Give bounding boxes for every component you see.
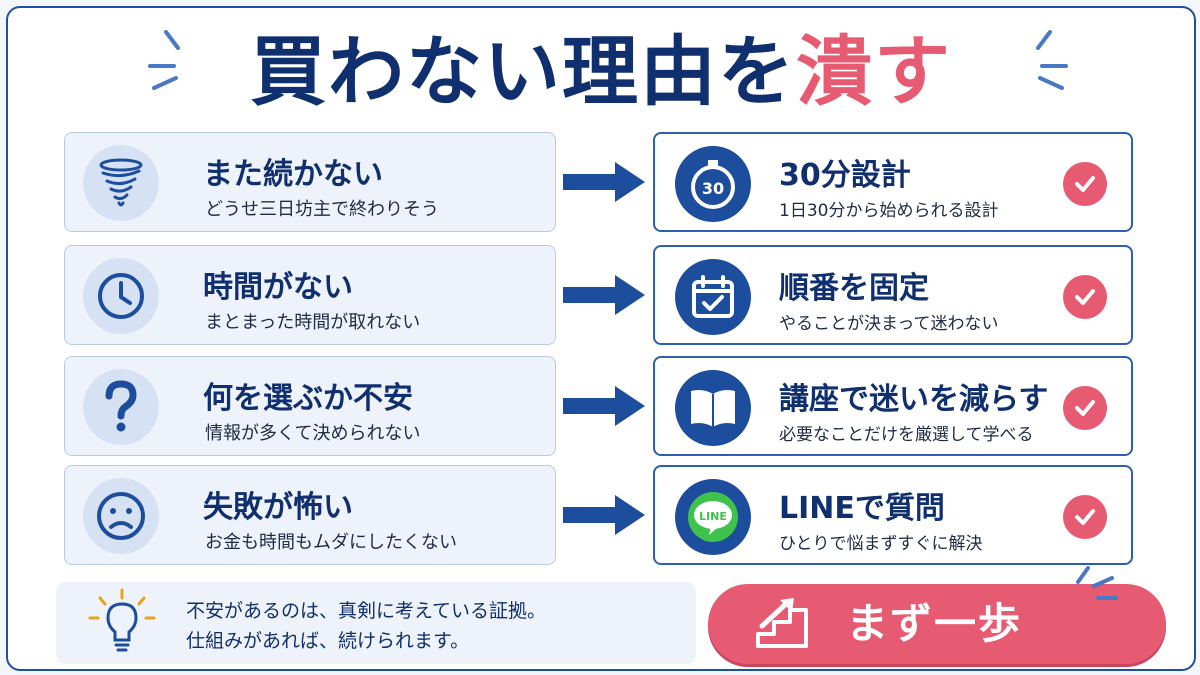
problem-subtitle: お金も時間もムダにしたくない — [205, 532, 457, 553]
solution-subtitle: やることが決まって迷わない — [779, 314, 999, 334]
arrow-right-icon — [563, 495, 645, 535]
check-icon — [1063, 162, 1107, 206]
problem-title: 時間がない — [203, 270, 353, 305]
problem-card-1: また続かない どうせ三日坊主で終わりそう — [64, 132, 556, 232]
first-step-label: まず一歩 — [846, 599, 1023, 648]
solution-card-3: 講座で迷いを減らす 必要なことだけを厳選して学べる — [653, 356, 1133, 456]
solution-subtitle: 必要なことだけを厳選して学べる — [779, 425, 1034, 445]
first-step-button[interactable]: まず一歩 — [708, 584, 1166, 664]
solution-subtitle: ひとりで悩まずすぐに解決 — [779, 534, 983, 554]
title-main: 買わない理由を — [250, 27, 796, 116]
stopwatch-text: 30 — [702, 179, 724, 198]
stairs-arrow-icon — [756, 598, 808, 648]
left-burst-decoration — [148, 30, 180, 90]
tornado-icon — [83, 145, 159, 221]
problem-title: また続かない — [203, 157, 383, 192]
problem-title: 何を選ぶか不安 — [203, 381, 413, 416]
book-icon — [675, 370, 751, 446]
arrow-right-icon — [563, 386, 645, 426]
problem-title: 失敗が怖い — [203, 490, 353, 525]
spark-decoration — [1076, 566, 1118, 600]
clock-icon — [83, 258, 159, 334]
arrow-right-icon — [563, 275, 645, 315]
infographic-frame: 買わない理由を潰す また続かない どうせ三日坊主で終わりそう — [6, 6, 1196, 671]
solution-title: 30分設計 — [779, 158, 911, 193]
solution-title: 順番を固定 — [779, 271, 929, 306]
line-logo-icon: LINE — [675, 479, 751, 555]
problem-card-3: 何を選ぶか不安 情報が多くて決められない — [64, 356, 556, 456]
check-icon — [1063, 386, 1107, 430]
note-line-2: 仕組みがあれば、続けられます。 — [186, 630, 470, 652]
title-accent: 潰す — [796, 27, 952, 116]
problem-card-2: 時間がない まとまった時間が取れない — [64, 245, 556, 345]
problem-subtitle: まとまった時間が取れない — [205, 312, 421, 333]
encouragement-note: 不安があるのは、真剣に考えている証拠。 仕組みがあれば、続けられます。 — [56, 582, 696, 664]
check-icon — [1063, 495, 1107, 539]
problem-card-4: 失敗が怖い お金も時間もムダにしたくない — [64, 465, 556, 565]
problem-subtitle: 情報が多くて決められない — [205, 423, 421, 444]
solution-title: LINEで質問 — [779, 491, 945, 526]
solution-card-4: LINE LINEで質問 ひとりで悩まずすぐに解決 — [653, 465, 1133, 565]
calendar-check-icon — [675, 259, 751, 335]
page-title: 買わない理由を潰す — [8, 22, 1194, 122]
solution-card-2: 順番を固定 やることが決まって迷わない — [653, 245, 1133, 345]
question-icon — [83, 369, 159, 445]
solution-card-1: 30 30分設計 1日30分から始められる設計 — [653, 132, 1133, 232]
note-line-1: 不安があるのは、真剣に考えている証拠。 — [186, 600, 547, 622]
problem-subtitle: どうせ三日坊主で終わりそう — [205, 199, 439, 220]
sad-face-icon — [83, 478, 159, 554]
stopwatch-icon: 30 — [675, 146, 751, 222]
arrow-right-icon — [563, 162, 645, 202]
note-text: 不安があるのは、真剣に考えている証拠。 仕組みがあれば、続けられます。 — [186, 596, 546, 656]
lightbulb-icon — [88, 588, 156, 652]
check-icon — [1063, 275, 1107, 319]
line-logo-text: LINE — [699, 510, 727, 523]
right-burst-decoration — [1036, 30, 1068, 90]
solution-title: 講座で迷いを減らす — [779, 382, 1049, 417]
solution-subtitle: 1日30分から始められる設計 — [779, 201, 999, 221]
